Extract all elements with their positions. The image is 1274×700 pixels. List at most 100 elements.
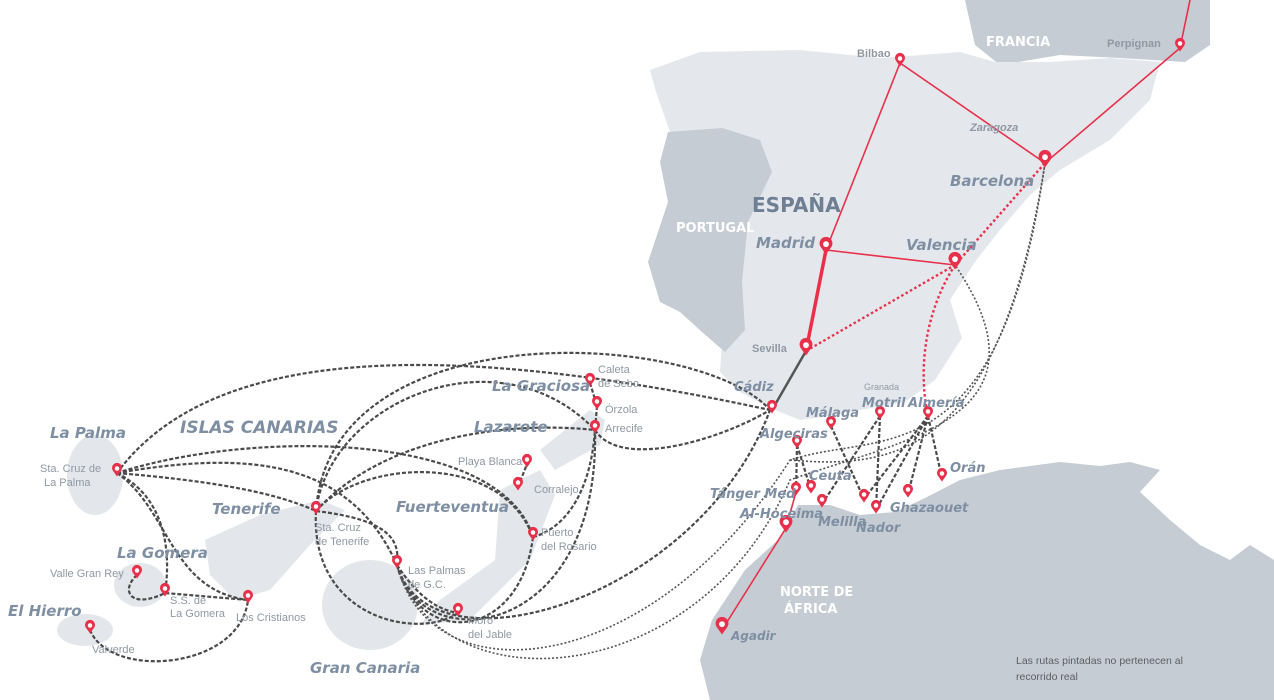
pin-dot-playa-blanca bbox=[524, 457, 530, 462]
label-gran-canaria: Gran Canaria bbox=[310, 659, 420, 677]
label-algeciras: Algeciras bbox=[759, 427, 828, 442]
pin-dot-las-palmas bbox=[394, 558, 400, 563]
pin-dot-melilla-2 bbox=[861, 492, 867, 497]
label-africa-2: ÁFRICA bbox=[784, 601, 837, 617]
label-sc-palma-2: La Palma bbox=[44, 477, 91, 489]
label-fuerteventura: Fuerteventua bbox=[396, 498, 509, 516]
label-puerto-rosario-1: Puerto bbox=[541, 527, 573, 539]
france-land bbox=[965, 0, 1210, 65]
pin-dot-motril bbox=[877, 409, 883, 414]
label-canarias: ISLAS CANARIAS bbox=[180, 418, 339, 438]
pin-dot-al-hoceima bbox=[783, 519, 789, 526]
label-malaga: Málaga bbox=[806, 406, 859, 421]
note-line-1: Las rutas pintadas no pertenecen al bbox=[1016, 655, 1183, 667]
portugal-land bbox=[648, 128, 772, 352]
pin-dot-ss-gomera bbox=[162, 586, 168, 591]
pin-dot-barcelona bbox=[1042, 154, 1048, 161]
label-granada: Granada bbox=[864, 382, 899, 392]
label-portugal: PORTUGAL bbox=[676, 221, 754, 236]
label-ss-gomera-1: S.S. de bbox=[170, 595, 206, 607]
label-valle-gran-rey: Valle Gran Rey bbox=[50, 568, 124, 580]
label-barcelona: Barcelona bbox=[950, 172, 1034, 190]
pin-dot-tanger bbox=[793, 485, 799, 490]
pin-dot-puerto-rosario bbox=[530, 530, 536, 535]
label-morro-1: Moro bbox=[468, 615, 493, 627]
pin-dot-valencia bbox=[952, 256, 958, 263]
pin-dot-agadir bbox=[719, 621, 725, 628]
note-line-2: recorrido real bbox=[1016, 671, 1078, 683]
label-nador: Nador bbox=[856, 521, 902, 536]
pin-dot-ghazaouet bbox=[905, 487, 911, 492]
pin-dot-oran bbox=[939, 471, 945, 476]
pins bbox=[85, 37, 1185, 635]
africa-land bbox=[700, 462, 1274, 700]
label-caleta-1: Caleta bbox=[598, 364, 631, 376]
label-motril: Motril bbox=[862, 396, 906, 411]
label-la-palma: La Palma bbox=[50, 424, 126, 442]
label-las-palmas-1: Las Palmas bbox=[408, 565, 466, 577]
pin-dot-almeria bbox=[925, 409, 931, 414]
label-los-cristianos: Los Cristianos bbox=[236, 612, 306, 624]
label-bilbao: Bilbao bbox=[857, 48, 891, 60]
label-oran: Orán bbox=[950, 461, 986, 476]
fuerteventura-land bbox=[420, 470, 555, 625]
tenerife-land bbox=[205, 500, 345, 600]
land bbox=[57, 0, 1274, 700]
label-valencia: Valencia bbox=[906, 236, 977, 254]
pin-dot-orzola bbox=[594, 399, 600, 404]
pin-dot-melilla bbox=[819, 497, 825, 502]
city-labels: Bilbao Perpignan Zaragoza Barcelona Madr… bbox=[40, 38, 1161, 656]
label-sc-tenerife-1: Sta. Cruz bbox=[315, 522, 361, 534]
label-corralejo: Corralejo bbox=[534, 484, 579, 496]
la-gomera-land bbox=[114, 563, 166, 607]
routes bbox=[88, 162, 1046, 663]
pin-dot-los-cristianos bbox=[245, 593, 251, 598]
pin-dot-sc-tenerife bbox=[313, 504, 319, 509]
pin-dot-valle-gran-rey bbox=[134, 568, 140, 573]
label-france: FRANCIA bbox=[986, 35, 1050, 50]
pin-dot-sevilla bbox=[803, 342, 809, 349]
label-caleta-2: de Sebo bbox=[598, 378, 639, 390]
pin-dot-ceuta bbox=[808, 483, 814, 488]
label-lanzarote: Lazarote bbox=[474, 418, 548, 436]
label-ghazaouet: Ghazaouet bbox=[890, 501, 969, 516]
spain-land bbox=[650, 50, 1160, 420]
pin-dot-morro-jable bbox=[455, 606, 461, 611]
label-morro-2: del Jable bbox=[468, 629, 512, 641]
pin-dot-bilbao bbox=[897, 56, 903, 61]
gran-canaria-land bbox=[322, 560, 418, 650]
label-madrid: Madrid bbox=[756, 234, 815, 252]
pin-dot-algeciras bbox=[794, 438, 800, 443]
label-valverde: Valverde bbox=[92, 644, 135, 656]
pin-dot-valverde bbox=[87, 623, 93, 628]
la-palma-land bbox=[67, 435, 123, 515]
label-melilla: Melilla bbox=[818, 515, 866, 530]
label-zaragoza: Zaragoza bbox=[969, 122, 1018, 134]
label-cadiz: Cádiz bbox=[734, 380, 774, 395]
label-perpignan: Perpignan bbox=[1107, 38, 1161, 50]
label-las-palmas-2: de G.C. bbox=[408, 579, 446, 591]
label-africa-1: NORTE DE bbox=[780, 585, 853, 600]
label-orzola: Órzola bbox=[605, 403, 638, 416]
pin-dot-perpignan bbox=[1177, 41, 1183, 46]
label-tenerife: Tenerife bbox=[212, 500, 281, 518]
label-sevilla: Sevilla bbox=[752, 343, 788, 355]
pin-dot-sc-palma bbox=[114, 466, 120, 471]
label-spain: ESPAÑA bbox=[752, 193, 841, 217]
label-ceuta: Ceuta bbox=[809, 469, 852, 484]
pin-dot-nador bbox=[873, 503, 879, 508]
pin-dot-cadiz bbox=[769, 403, 775, 408]
pin-dot-malaga bbox=[828, 419, 834, 424]
label-sc-tenerife-2: de Tenerife bbox=[315, 536, 369, 548]
label-ss-gomera-2: La Gomera bbox=[170, 608, 226, 620]
pin-dot-corralejo bbox=[515, 480, 521, 485]
pin-dot-caleta-sebo bbox=[587, 376, 593, 381]
label-tanger: Tánger Med bbox=[710, 487, 796, 502]
el-hierro-land bbox=[57, 614, 113, 646]
label-la-gomera: La Gomera bbox=[117, 544, 208, 562]
pin-dot-arrecife bbox=[592, 423, 598, 428]
lanzarote-land bbox=[540, 410, 605, 470]
label-la-graciosa: La Graciosa bbox=[492, 377, 590, 395]
pin-dot-madrid bbox=[823, 241, 829, 248]
